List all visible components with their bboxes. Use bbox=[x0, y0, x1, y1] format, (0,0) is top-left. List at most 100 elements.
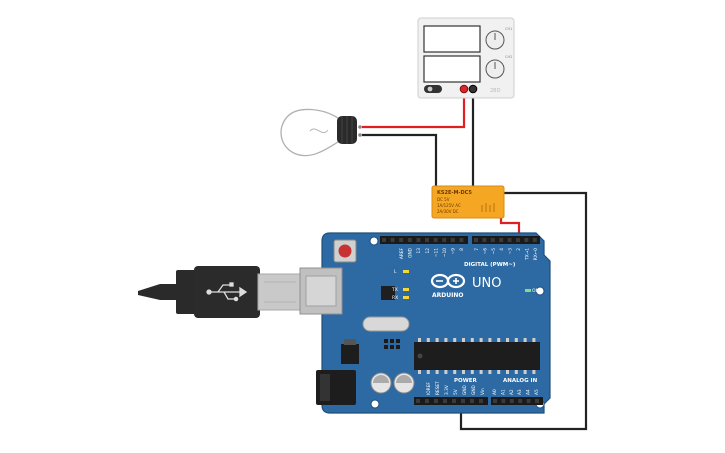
display-channel-1 bbox=[423, 25, 481, 53]
relay-symbol-icon bbox=[481, 203, 495, 212]
arduino-uno-board[interactable]: L TX RX ON ARDUINO UNO DIGITAL (PWM~) PO… bbox=[299, 232, 551, 414]
header-pin-hole[interactable] bbox=[532, 238, 537, 242]
chip-pin bbox=[444, 370, 448, 374]
led-l bbox=[403, 270, 409, 273]
header-pin-hole[interactable] bbox=[459, 238, 464, 242]
pin-label: Vin bbox=[480, 388, 486, 395]
pin-label: RESET bbox=[435, 381, 441, 395]
relay-line-1: DC 5V bbox=[437, 197, 450, 202]
power-supply[interactable]: CH1 CH2 2BD bbox=[417, 17, 515, 99]
chip-pin bbox=[488, 338, 492, 342]
header-pin-hole[interactable] bbox=[499, 238, 504, 242]
led-rx-label: RX bbox=[392, 295, 398, 301]
header-pin-hole[interactable] bbox=[425, 238, 429, 242]
pin-label: A2 bbox=[509, 389, 515, 395]
chip-pin bbox=[523, 338, 527, 342]
pin-label: A1 bbox=[500, 389, 506, 395]
header-pin-hole[interactable] bbox=[474, 238, 478, 242]
wire-black-relay-to-gnd[interactable] bbox=[459, 191, 588, 431]
chip-pin bbox=[532, 338, 536, 342]
header-pin-hole[interactable] bbox=[434, 399, 438, 403]
header-pin-hole[interactable] bbox=[443, 399, 447, 403]
arduino-brand-text: ARDUINO bbox=[432, 292, 463, 299]
header-pin-hole[interactable] bbox=[433, 238, 438, 242]
led-tx-label: TX bbox=[391, 287, 398, 293]
header-pin-hole[interactable] bbox=[507, 238, 512, 242]
header-pin-hole[interactable] bbox=[452, 399, 456, 403]
wire-red-psu-to-bulb[interactable] bbox=[362, 90, 466, 129]
usb-interface-chip bbox=[381, 286, 395, 300]
wire-black-bulb-to-relay[interactable] bbox=[362, 133, 438, 189]
arduino-infinity-logo bbox=[430, 273, 466, 289]
power-header[interactable] bbox=[414, 397, 488, 405]
relay-module[interactable]: KS2E-M-DC5 DC 5V 1A/125V AC 2A/30V DC bbox=[431, 185, 505, 219]
chip-pin bbox=[426, 370, 430, 374]
psu-terminal-negative[interactable] bbox=[468, 84, 478, 94]
header-pin-hole[interactable] bbox=[535, 399, 539, 403]
psu-terminal-positive[interactable] bbox=[459, 84, 469, 94]
pin-label: ~6 bbox=[482, 248, 488, 255]
relay-line-3: 2A/30V DC bbox=[437, 209, 459, 214]
analog-header-label: ANALOG IN bbox=[503, 378, 538, 384]
pin-label: ~3 bbox=[508, 248, 514, 255]
wire-red-relay-to-pin2[interactable] bbox=[499, 216, 521, 240]
pin-label: 4 bbox=[499, 248, 505, 251]
chip-pin bbox=[470, 370, 474, 374]
light-bulb-icon[interactable] bbox=[280, 108, 362, 157]
pin-label: IOREF bbox=[426, 382, 432, 395]
header-pin-hole[interactable] bbox=[450, 238, 455, 242]
header-pin-hole[interactable] bbox=[390, 238, 395, 242]
pin-label: GND bbox=[462, 384, 468, 395]
led-on bbox=[525, 289, 531, 292]
pin-label: A3 bbox=[517, 389, 523, 395]
header-pin-hole[interactable] bbox=[470, 399, 474, 403]
chip-pin bbox=[488, 370, 492, 374]
header-pin-hole[interactable] bbox=[461, 399, 465, 403]
led-tx bbox=[403, 288, 409, 291]
icsp-header bbox=[384, 339, 400, 349]
voltage-regulator bbox=[341, 344, 359, 364]
header-pin-hole[interactable] bbox=[516, 238, 520, 242]
chip-pin bbox=[497, 370, 501, 374]
header-pin-hole[interactable] bbox=[416, 399, 420, 403]
psu-power-switch[interactable] bbox=[424, 85, 442, 93]
chip-pin bbox=[479, 338, 483, 342]
header-pin-hole[interactable] bbox=[407, 238, 412, 242]
chip-pin bbox=[444, 338, 448, 342]
led-on-label: ON bbox=[532, 288, 539, 294]
pin-label: ~9 bbox=[451, 248, 457, 255]
header-pin-hole[interactable] bbox=[526, 399, 531, 403]
header-pin-hole[interactable] bbox=[425, 399, 429, 403]
header-pin-hole[interactable] bbox=[490, 238, 495, 242]
pin-label: TX→1 bbox=[524, 248, 530, 261]
header-pin-hole[interactable] bbox=[482, 238, 487, 242]
digital-header-right[interactable] bbox=[472, 236, 540, 244]
pin-label: GND bbox=[471, 384, 477, 395]
pin-label: ~10 bbox=[442, 248, 448, 257]
analog-header[interactable] bbox=[491, 397, 543, 405]
display-channel-2 bbox=[423, 55, 481, 83]
header-pin-hole[interactable] bbox=[518, 399, 523, 403]
chip-pin bbox=[497, 338, 501, 342]
knob-1-label: CH1 bbox=[505, 27, 512, 31]
chip-pin bbox=[418, 338, 421, 342]
chip-pin bbox=[426, 338, 430, 342]
header-pin-hole[interactable] bbox=[399, 238, 404, 242]
chip-pin bbox=[506, 370, 509, 374]
atmega-chip bbox=[414, 338, 540, 374]
header-pin-hole[interactable] bbox=[382, 238, 386, 242]
chip-pin bbox=[462, 370, 465, 374]
header-pin-hole[interactable] bbox=[524, 238, 529, 242]
header-pin-hole[interactable] bbox=[442, 238, 447, 242]
chip-pin bbox=[470, 338, 474, 342]
header-pin-hole[interactable] bbox=[509, 399, 514, 403]
digital-header-left[interactable] bbox=[380, 236, 468, 244]
header-pin-hole[interactable] bbox=[479, 399, 483, 403]
chip-pin bbox=[453, 370, 457, 374]
chip-pin bbox=[532, 370, 536, 374]
header-pin-hole[interactable] bbox=[501, 399, 506, 403]
usb-cable[interactable] bbox=[138, 266, 305, 318]
header-pin-hole[interactable] bbox=[416, 238, 421, 242]
header-pin-hole[interactable] bbox=[493, 399, 497, 403]
